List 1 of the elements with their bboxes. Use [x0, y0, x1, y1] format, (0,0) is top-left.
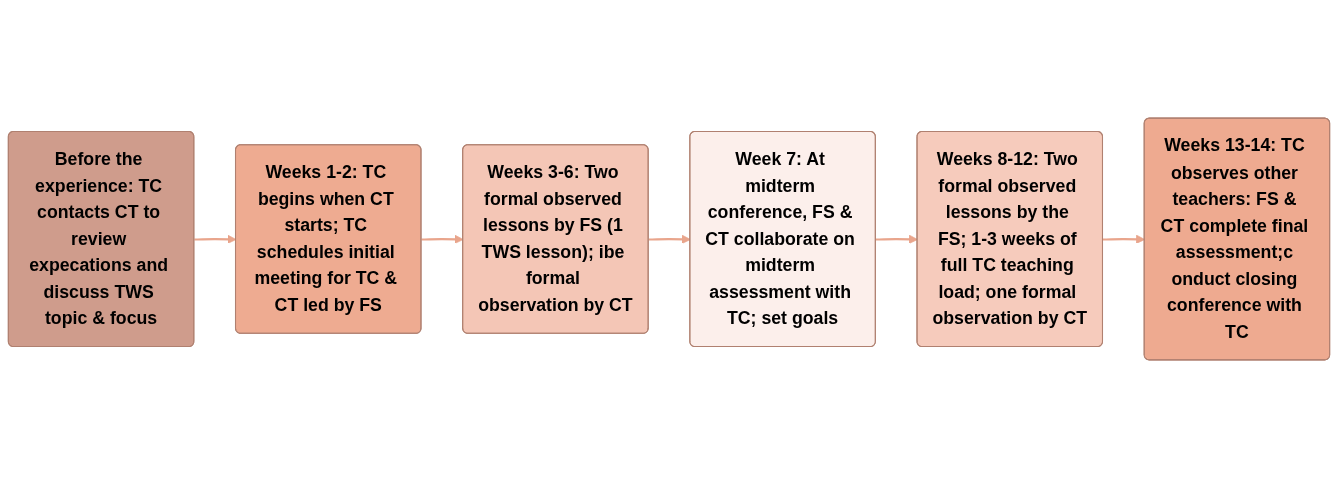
arrow: [875, 234, 918, 244]
